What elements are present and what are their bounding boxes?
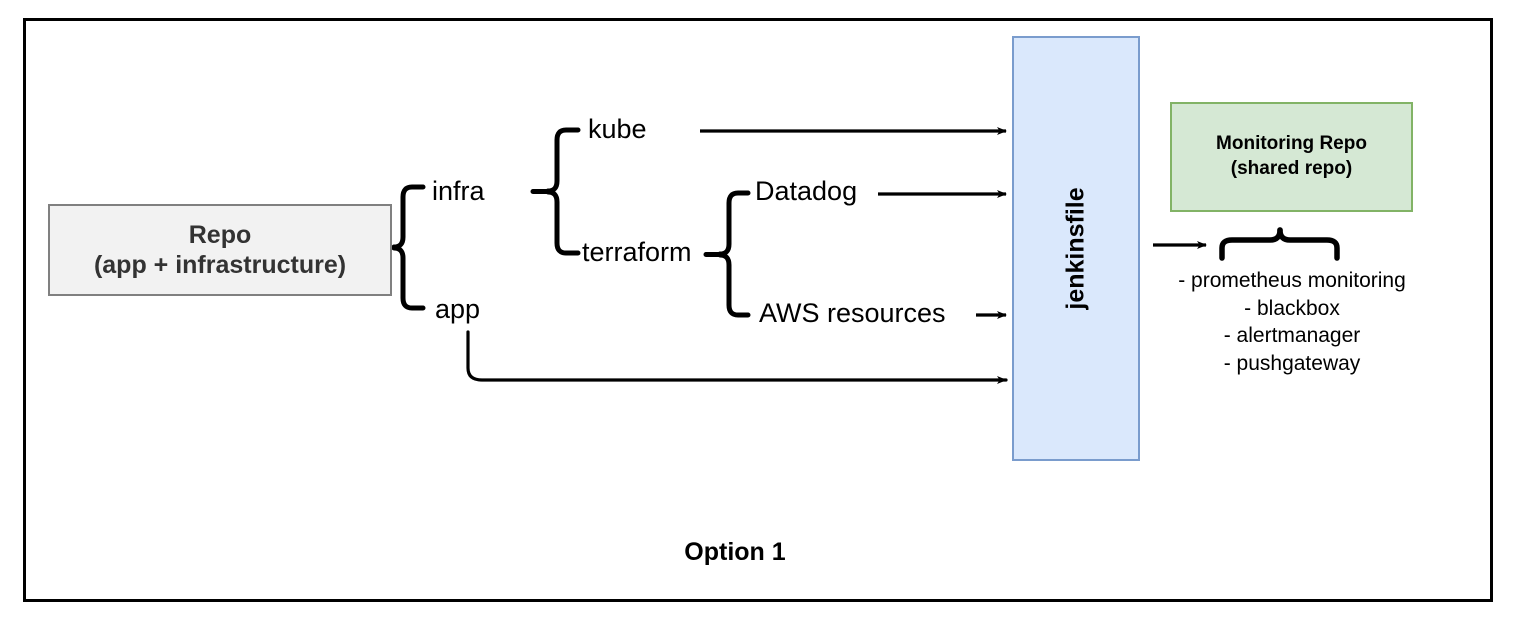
diagram-caption: Option 1 [684,538,786,566]
repo-box-text: Repo (app + infrastructure) [94,220,346,281]
list-item: - pushgateway [1223,352,1361,376]
repo-box[interactable]: Repo (app + infrastructure) [48,204,392,296]
monitoring-title: Monitoring Repo [1216,133,1367,155]
repo-title: Repo [188,220,252,249]
branch-label-aws-resources[interactable]: AWS resources [759,298,946,328]
branch-label-kube[interactable]: kube [588,114,647,144]
branch-label-app[interactable]: app [435,294,481,324]
jenkinsfile-label: jenkinsfile [1061,187,1090,310]
jenkinsfile-box[interactable]: jenkinsfile [1012,36,1140,461]
diagram-outer-border [23,18,1493,602]
monitoring-repo-box[interactable]: Monitoring Repo (shared repo) [1170,102,1413,212]
branch-label-infra[interactable]: infra [432,176,485,206]
branch-label-datadog[interactable]: Datadog [755,176,858,206]
list-item: - blackbox [1244,296,1340,320]
repo-subtitle: (app + infrastructure) [93,251,347,279]
list-item: - alertmanager [1223,324,1361,348]
monitoring-box-text: Monitoring Repo (shared repo) [1216,132,1367,181]
monitoring-subtitle: (shared repo) [1230,158,1353,179]
monitoring-component-list: - prometheus monitoring - blackbox - ale… [1148,267,1436,378]
list-item: - prometheus monitoring [1178,269,1406,292]
branch-label-terraform[interactable]: terraform [582,237,692,267]
